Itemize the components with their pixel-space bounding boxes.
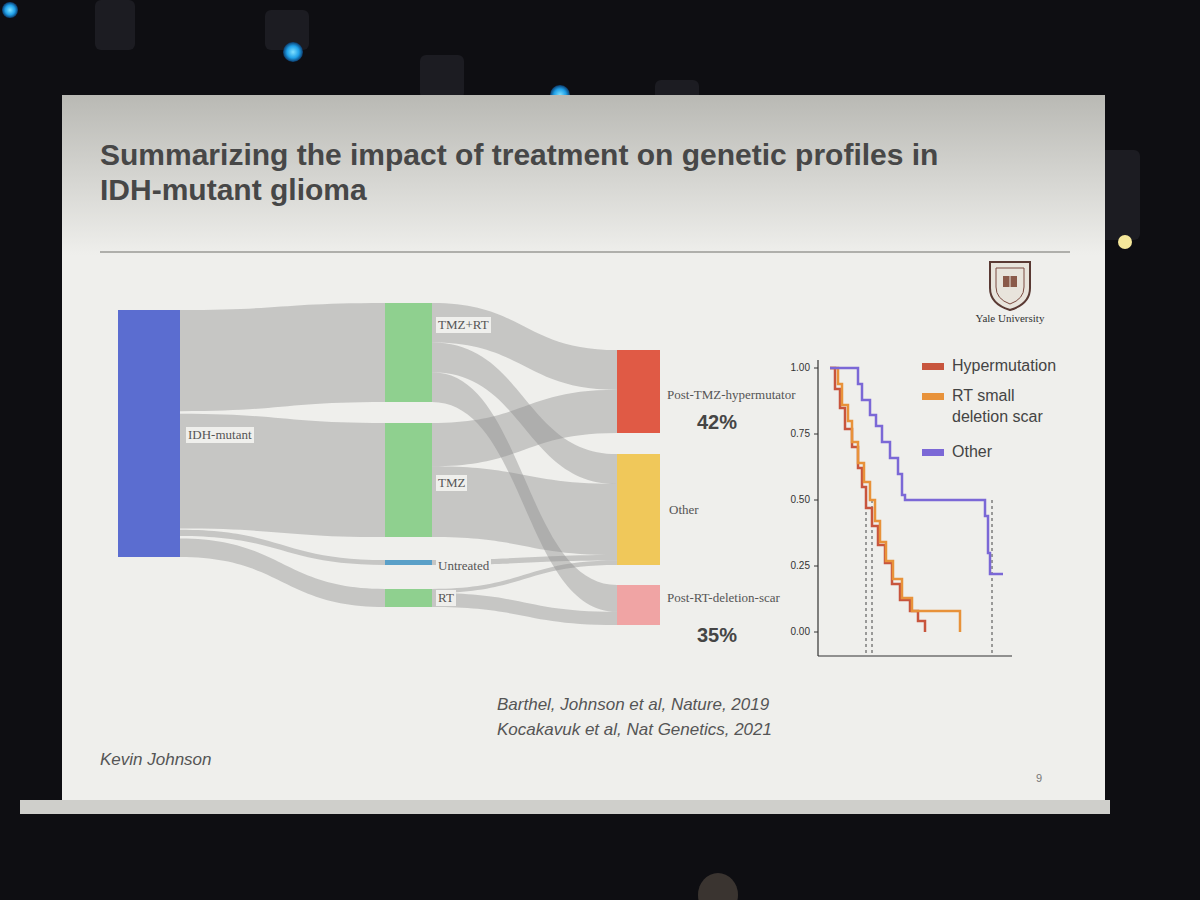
- legend-entry: Other: [922, 442, 1062, 463]
- flow-band: [432, 303, 617, 390]
- outcome-bar: Post-TMZ-hypermutator42%: [617, 350, 660, 433]
- flow-band: [432, 466, 617, 555]
- survival-plot: [814, 360, 1012, 656]
- node-label: Untreated: [436, 558, 491, 574]
- legend-entry: RT small deletion scar: [922, 386, 1062, 428]
- node-label: Post-TMZ-hypermutator: [665, 387, 798, 403]
- node-label: IDH-mutant: [186, 427, 254, 443]
- title-band: [62, 95, 1105, 255]
- flow-band: [180, 414, 385, 537]
- node-label: TMZ+RT: [436, 317, 491, 333]
- title-rule: [100, 251, 1070, 253]
- legend-text: Other: [952, 442, 1062, 463]
- outcome-bar: Other: [617, 454, 660, 565]
- outcome-bar: Post-RT-deletion-scar35%: [617, 585, 660, 625]
- page-number: 9: [1036, 772, 1042, 784]
- flow-band: [432, 593, 617, 625]
- treatment-bar: TMZ+RT: [385, 303, 432, 402]
- legend-swatch: [922, 363, 944, 370]
- legend-entry: Hypermutation: [922, 356, 1062, 377]
- treatment-bar: Untreated: [385, 560, 432, 565]
- screen-bar: [20, 800, 1110, 814]
- node-label: Post-RT-deletion-scar: [665, 590, 782, 606]
- flow-band: [180, 538, 385, 607]
- yale-shield: [990, 262, 1030, 310]
- flow-band: [432, 343, 617, 484]
- node-label: RT: [436, 590, 456, 606]
- slide-title: Summarizing the impact of treatment on g…: [100, 138, 940, 207]
- legend-text: RT small deletion scar: [952, 386, 1062, 428]
- percent-label: 42%: [697, 410, 737, 434]
- flow-band: [180, 303, 385, 411]
- citation: Kocakavuk et al, Nat Genetics, 2021: [497, 720, 772, 740]
- percent-label: 35%: [697, 623, 737, 647]
- legend-swatch: [922, 449, 944, 456]
- speaker-head: [698, 873, 738, 900]
- institution-name: Yale University: [975, 312, 1045, 324]
- axis-tick: 1.00: [770, 362, 810, 373]
- legend-swatch: [922, 393, 944, 400]
- axis-tick: 0.00: [770, 626, 810, 637]
- legend-text: Hypermutation: [952, 356, 1062, 377]
- slide: [62, 95, 1105, 800]
- node-label: TMZ: [436, 475, 467, 491]
- node-label: Other: [667, 502, 701, 518]
- treatment-bar: TMZ: [385, 423, 432, 537]
- axis-tick: 0.25: [770, 560, 810, 571]
- flow-band: [432, 390, 617, 466]
- author-name: Kevin Johnson: [100, 750, 212, 770]
- source-bar: IDH-mutant: [118, 310, 180, 557]
- axis-tick: 0.50: [770, 494, 810, 505]
- treatment-bar: RT: [385, 589, 432, 607]
- flow-band: [432, 372, 617, 612]
- axis-tick: 0.75: [770, 428, 810, 439]
- citation: Barthel, Johnson et al, Nature, 2019: [497, 695, 769, 715]
